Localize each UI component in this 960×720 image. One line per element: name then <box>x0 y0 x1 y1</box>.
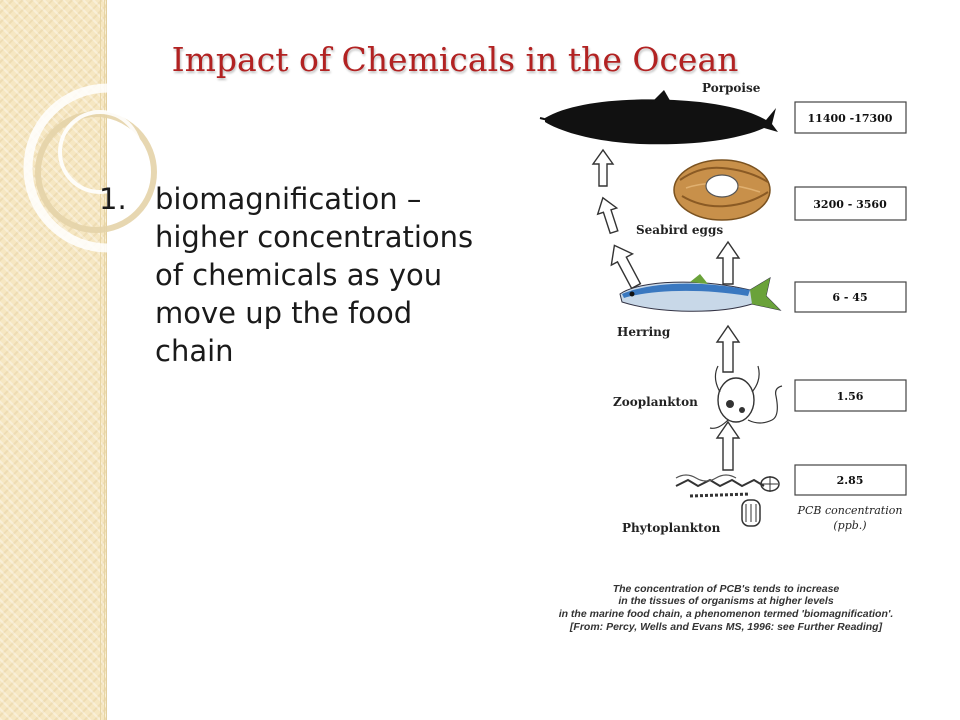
slide-title: Impact of Chemicals in the Ocean <box>171 40 739 79</box>
bullet-point: 1. biomagnification – higher concentratio… <box>99 180 487 370</box>
herring-icon <box>619 274 782 312</box>
figure-caption-line: The concentration of PCB's tends to incr… <box>613 583 840 595</box>
bullet-marker: 1. <box>99 182 127 216</box>
decorative-circles <box>23 83 170 253</box>
up-arrow-icon <box>596 196 619 235</box>
unit-label: (ppb.) <box>833 519 866 532</box>
organism-label: Herring <box>617 325 671 339</box>
concentration-box: 6 - 45 <box>794 281 907 313</box>
decorative-ring-large <box>23 83 170 253</box>
up-arrow-icon <box>715 420 741 471</box>
figure-caption-line: in the marine food chain, a phenomenon t… <box>559 608 894 620</box>
egg-icon <box>705 174 739 198</box>
up-arrow-icon <box>591 148 615 187</box>
organism-label: Phytoplankton <box>622 521 721 535</box>
decorative-side-band <box>0 0 107 720</box>
band-divider-line <box>100 0 101 720</box>
up-arrow-icon <box>715 240 741 285</box>
arrows <box>591 148 741 471</box>
concentration-box: 2.85 <box>794 464 907 496</box>
zooplankton-icon <box>709 365 783 429</box>
bullet-text: biomagnification – higher concentrations… <box>155 182 474 368</box>
concentration-value: 2.85 <box>837 474 864 487</box>
concentration-value: 3200 - 3560 <box>813 198 887 211</box>
porpoise-icon <box>539 90 778 145</box>
up-arrow-icon <box>715 324 741 373</box>
concentration-box: 3200 - 3560 <box>794 186 907 221</box>
organism-label: Zooplankton <box>613 395 698 409</box>
concentration-box: 1.56 <box>794 379 907 412</box>
concentration-value: 11400 -17300 <box>808 112 893 125</box>
band-divider-line <box>104 0 105 720</box>
figure-caption-line: in the tissues of organisms at higher le… <box>618 595 833 607</box>
concentration-value: 6 - 45 <box>832 291 867 304</box>
decorative-ring-small <box>58 110 142 194</box>
figure-caption-line: [From: Percy, Wells and Evans MS, 1996: … <box>569 621 883 633</box>
concentration-box: 11400 -17300 <box>794 101 907 134</box>
concentration-value: 1.56 <box>837 390 864 403</box>
nest-icon <box>673 159 771 221</box>
organism-label: Porpoise <box>702 81 761 95</box>
phytoplankton-icon <box>675 474 780 527</box>
organism-label: Seabird eggs <box>636 223 723 237</box>
unit-label: PCB concentration <box>797 504 903 517</box>
up-arrow-icon <box>610 244 642 290</box>
